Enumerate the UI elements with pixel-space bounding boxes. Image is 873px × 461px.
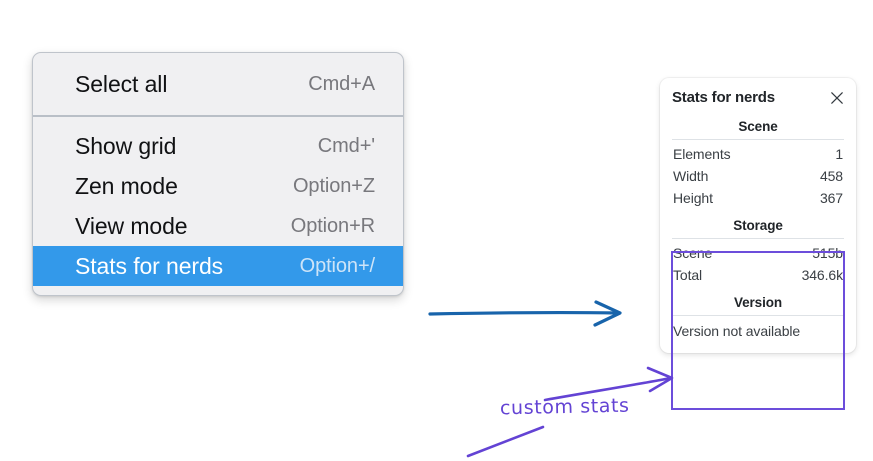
stats-group-scene: Scene Elements 1 Width 458 Height 367 — [671, 110, 845, 209]
menu-item-label: Select all — [75, 70, 168, 97]
menu-item-label: Stats for nerds — [75, 252, 224, 279]
stats-row-key: Elements — [673, 146, 731, 162]
stats-row-value: 367 — [819, 190, 843, 206]
stats-row-value: 458 — [819, 168, 843, 184]
group-rule — [672, 315, 844, 316]
stats-for-nerds-panel[interactable]: Stats for nerds Scene Elements 1 Width 4… — [660, 78, 856, 353]
stats-group-storage: Storage Scene 515b Total 346.6k — [671, 209, 845, 286]
stats-row: Total 346.6k — [671, 264, 845, 286]
version-note: Version not available — [673, 323, 801, 339]
menu-item-shortcut: Cmd+A — [308, 72, 375, 95]
menu-item-shortcut: Cmd+' — [317, 134, 375, 157]
menu-item-label: Zen mode — [75, 172, 178, 199]
stats-row: Elements 1 — [671, 143, 845, 165]
menu-item-label: View mode — [75, 212, 188, 239]
stats-panel-header: Stats for nerds — [671, 87, 845, 110]
stats-row: Height 367 — [671, 187, 845, 209]
menu-item-view-mode[interactable]: View mode Option+R — [33, 206, 403, 246]
group-rule — [672, 139, 844, 140]
stats-row-value: 346.6k — [801, 267, 844, 283]
context-menu-section-2: Show grid Cmd+' Zen mode Option+Z View m… — [33, 117, 403, 295]
stats-row-key: Width — [673, 168, 709, 184]
context-menu-section-1: Select all Cmd+A — [33, 53, 403, 115]
menu-item-show-grid[interactable]: Show grid Cmd+' — [33, 126, 403, 166]
menu-item-select-all[interactable]: Select all Cmd+A — [33, 64, 403, 104]
panel-title: Stats for nerds — [672, 89, 775, 106]
group-rule — [672, 238, 844, 239]
stats-group-version: Version Version not available — [671, 286, 845, 341]
purple-underline-stroke — [466, 425, 545, 458]
group-heading: Scene — [738, 119, 778, 134]
stats-row-value: 515b — [812, 245, 843, 261]
menu-divider — [33, 115, 403, 117]
stats-row-key: Height — [673, 190, 713, 206]
stats-row: Scene 515b — [671, 242, 845, 264]
menu-item-shortcut: Option+R — [290, 214, 375, 237]
stats-row-value: 1 — [835, 146, 843, 162]
menu-item-stats-for-nerds[interactable]: Stats for nerds Option+/ — [33, 246, 403, 286]
group-heading: Storage — [733, 218, 783, 233]
close-icon[interactable] — [829, 90, 844, 105]
annotation-label-custom-stats: custom stats — [499, 394, 630, 420]
menu-item-shortcut: Option+/ — [299, 254, 375, 277]
stats-row-key: Total — [673, 267, 703, 283]
context-menu[interactable]: Select all Cmd+A Show grid Cmd+' Zen mod… — [32, 52, 404, 296]
blue-arrow — [428, 300, 622, 327]
group-heading: Version — [733, 295, 783, 310]
stats-row-key: Scene — [673, 245, 713, 261]
menu-item-label: Show grid — [75, 132, 177, 159]
stats-row: Width 458 — [671, 165, 845, 187]
menu-item-shortcut: Option+Z — [292, 174, 375, 197]
menu-item-zen-mode[interactable]: Zen mode Option+Z — [33, 166, 403, 206]
